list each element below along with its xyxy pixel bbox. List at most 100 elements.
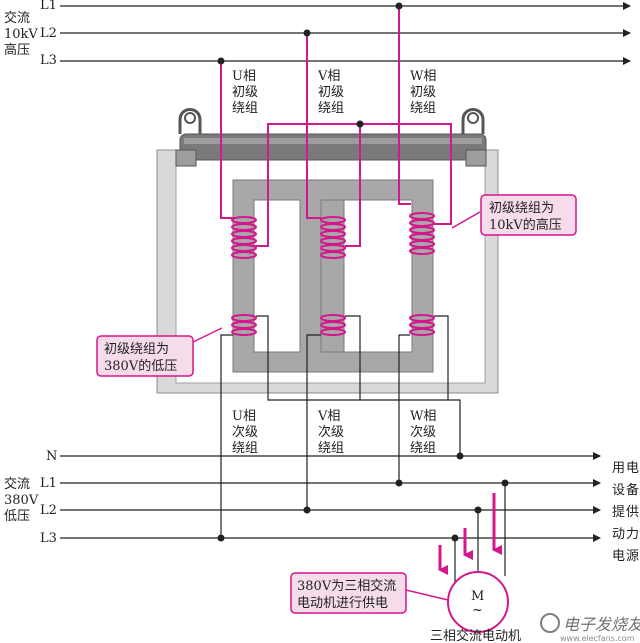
junction-n-lv	[456, 452, 464, 460]
motor-circle	[447, 571, 509, 633]
callout-motor-box	[290, 572, 407, 614]
watermark-url: www.elecfans.com	[560, 634, 635, 643]
v-secondary-coil	[320, 314, 346, 336]
hv-line-label-l3: L3	[40, 53, 57, 68]
lv-line-label-l3: L3	[40, 531, 57, 546]
primary-wiring	[217, 2, 452, 259]
secondary-wiring	[220, 314, 461, 538]
callout-motor-pointer	[405, 589, 449, 601]
u-secondary-label-0: U相	[232, 409, 256, 424]
lv-side-label: 交流 380V 低压	[4, 476, 39, 524]
motor-symbol: M	[471, 589, 484, 604]
callout-secondary-voltage: 初级绕组为 380V的低压	[96, 327, 223, 377]
lv-line-label-l2: L2	[40, 503, 57, 518]
motor-caption: 三相交流电动机	[430, 628, 521, 643]
v-secondary-label-1: 次级	[318, 424, 344, 440]
callout-secondary-line-1: 380V的低压	[104, 358, 177, 374]
hv-label-line-2: 高压	[4, 42, 30, 58]
u-secondary-coil	[231, 314, 257, 336]
w-secondary-label-0: W相	[410, 409, 436, 424]
top-clamp-bar	[179, 133, 487, 161]
neutral-common	[256, 315, 461, 456]
current-arrows	[438, 493, 502, 575]
hv-line-label-l1: L1	[40, 0, 57, 13]
lv-label-line-0: 交流	[4, 476, 30, 492]
right-label-col1-4: 源	[626, 549, 639, 564]
callout-secondary-box	[96, 335, 194, 377]
v-primary-label-2: 绕组	[318, 101, 344, 116]
right-lifting-hook	[461, 108, 487, 167]
motor-wiring	[451, 479, 509, 588]
motor-tilde: ~	[472, 603, 483, 618]
callout-secondary-pointer	[192, 327, 223, 343]
hv-label-line-1: 10kV	[4, 27, 38, 42]
v-primary-lead-in	[306, 33, 321, 219]
right-label-col1-3: 力	[626, 527, 639, 542]
v-primary-label-0: V相	[317, 69, 340, 84]
secondary-winding-labels: U相 次级 绕组 V相 次级 绕组 W相 次级 绕组	[232, 409, 436, 456]
watermark: 电子发烧友 www.elecfans.com	[540, 613, 640, 643]
right-equipment-label: 用 设 提 动 电 电 备 供 力 源	[612, 461, 639, 564]
w-secondary-lead	[398, 334, 410, 483]
right-label-col1-1: 备	[626, 482, 639, 498]
watermark-logo	[540, 613, 560, 633]
w-secondary-coil	[409, 314, 435, 336]
w-secondary-label-2: 绕组	[410, 441, 436, 456]
v-secondary-label-0: V相	[317, 409, 340, 424]
callout-motor-line-0: 380V为三相交流	[297, 578, 396, 594]
junction-motor-l3	[451, 534, 459, 542]
callout-primary-line-1: 10kV的高压	[489, 217, 562, 233]
u-primary-coil	[231, 216, 257, 259]
junction-w-hv	[395, 2, 403, 10]
callout-secondary-line-0: 初级绕组为	[104, 342, 169, 357]
w-secondary-to-neutral	[434, 315, 449, 400]
hv-side-label: 交流 10kV 高压	[4, 10, 38, 58]
u-primary-label-1: 初级	[232, 85, 258, 100]
junction-v-lv	[303, 506, 311, 514]
hv-line-label-l2: L2	[40, 26, 57, 41]
primary-winding-labels: U相 初级 绕组 V相 初级 绕组 W相 初级 绕组	[232, 69, 436, 116]
u-primary-label-0: U相	[232, 69, 256, 84]
callout-primary-voltage: 初级绕组为 10kV的高压	[451, 194, 577, 236]
v-primary-return	[345, 124, 361, 247]
right-label-col0-3: 动	[612, 527, 625, 542]
u-secondary-label-2: 绕组	[232, 441, 258, 456]
callout-motor-line-1: 电动机进行供电	[297, 596, 388, 611]
u-secondary-lead	[220, 334, 233, 538]
v-secondary-lead	[306, 334, 321, 510]
junction-star-point	[356, 120, 364, 128]
u-secondary-label-1: 次级	[232, 424, 258, 440]
right-label-col1-0: 电	[626, 461, 639, 476]
right-label-col1-2: 供	[626, 505, 639, 520]
callout-primary-pointer	[451, 211, 481, 229]
v-primary-coil	[320, 216, 346, 259]
right-label-col0-0: 用	[612, 461, 625, 476]
callout-primary-box	[480, 194, 577, 236]
hv-label-line-0: 交流	[4, 10, 30, 26]
top-clamp-highlight	[184, 138, 482, 144]
right-label-col0-4: 电	[612, 549, 625, 564]
motor: M ~ 三相交流电动机	[430, 571, 521, 643]
right-label-col0-2: 提	[612, 504, 625, 520]
hv-bus: L1 L2 L3	[40, 0, 631, 68]
junction-v-hv	[303, 29, 311, 37]
v-secondary-to-neutral	[345, 315, 361, 400]
lv-line-label-n: N	[46, 449, 57, 464]
junction-motor-l1	[501, 479, 509, 487]
v-secondary-label-2: 绕组	[318, 441, 344, 456]
watermark-text: 电子发烧友	[563, 615, 640, 634]
u-primary-label-2: 绕组	[232, 101, 258, 116]
lv-label-line-1: 380V	[4, 493, 39, 508]
w-primary-label-0: W相	[410, 69, 436, 84]
left-lifting-hook	[175, 108, 202, 167]
w-primary-label-2: 绕组	[410, 101, 436, 116]
junction-w-lv	[395, 479, 403, 487]
w-primary-coil	[409, 212, 435, 255]
lv-label-line-2: 低压	[4, 509, 30, 524]
lv-line-label-l1: L1	[40, 476, 57, 491]
w-primary-label-1: 初级	[410, 85, 436, 100]
callout-primary-line-0: 初级绕组为	[489, 201, 554, 216]
junction-u-lv	[217, 534, 225, 542]
w-primary-lead-in	[398, 6, 411, 205]
